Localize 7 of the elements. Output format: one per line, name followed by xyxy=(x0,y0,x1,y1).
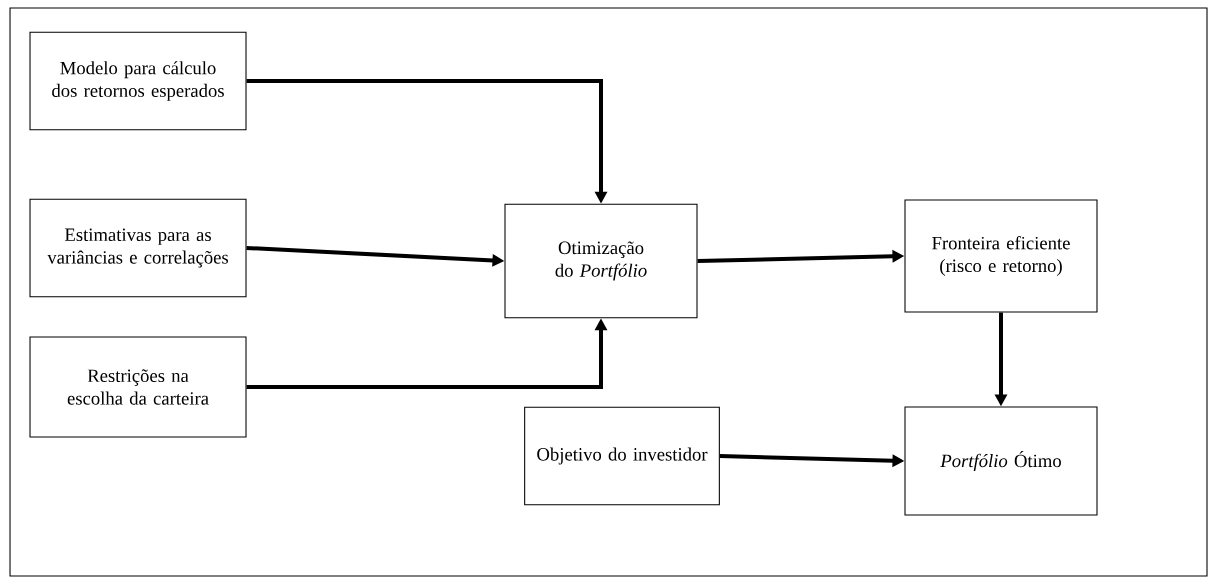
process-box: Otimização do Portfólio xyxy=(504,203,698,319)
process-box: Objetivo do investidor xyxy=(524,406,720,506)
process-box: Modelo para cálculo dos retornos esperados xyxy=(29,31,247,131)
process-box: Fronteira eficiente (risco e retorno) xyxy=(904,199,1098,313)
process-box: Estimativas para as variâncias e correlações xyxy=(29,198,247,298)
process-box: Portfólio Ótimo xyxy=(904,406,1098,516)
process-box: Restrições na escolha da carteira xyxy=(29,336,247,438)
